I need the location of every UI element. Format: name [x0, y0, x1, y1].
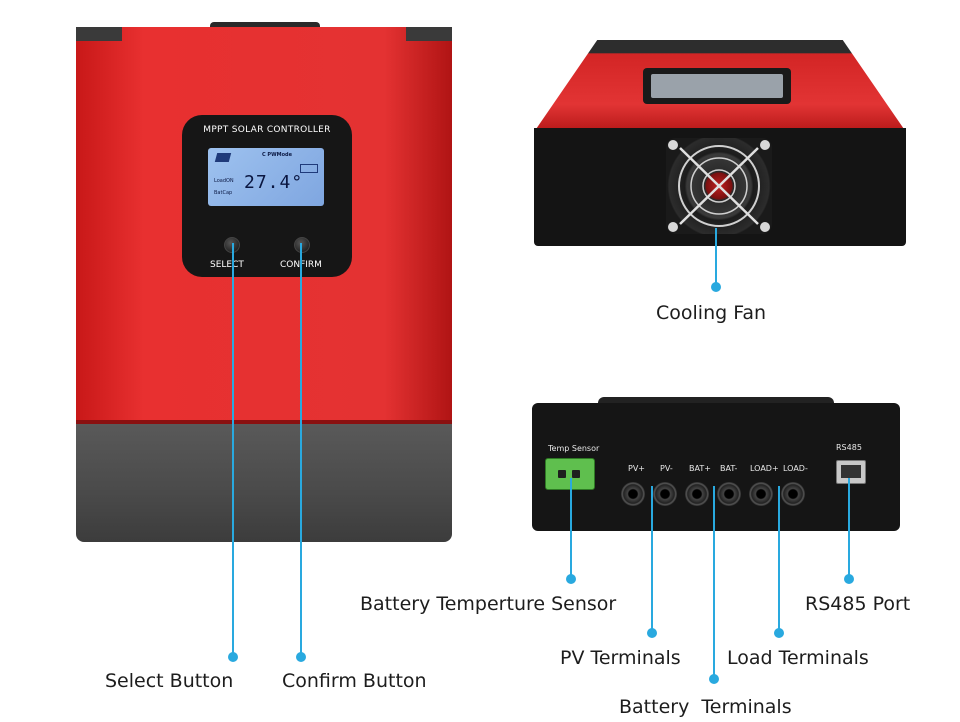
- callout-line: [715, 228, 717, 286]
- cable-gland: [781, 482, 805, 506]
- cooling-fan: [666, 138, 772, 234]
- confirm-button-label: Confirm Button: [282, 670, 427, 692]
- connector-pin: [558, 470, 566, 478]
- temp-sensor-label: Temp Sensor: [548, 444, 600, 453]
- callout-line: [651, 486, 653, 632]
- battery-terminals-label: Battery Terminals: [619, 696, 792, 718]
- side-lcd-screen: [651, 74, 783, 98]
- callout-line: [300, 243, 302, 657]
- panel-title: MPPT SOLAR CONTROLLER: [203, 125, 331, 135]
- rs485-label: RS485: [836, 443, 862, 452]
- screw-icon: [668, 222, 678, 232]
- callout-line: [778, 486, 780, 632]
- screw-icon: [760, 222, 770, 232]
- callout-dot: [647, 628, 657, 638]
- cable-gland: [717, 482, 741, 506]
- callout-dot: [709, 674, 719, 684]
- callout-line: [232, 243, 234, 657]
- callout-line: [713, 486, 715, 680]
- terminal-label-load-minus: LOAD-: [783, 464, 808, 473]
- rj45-socket: [841, 465, 861, 478]
- pv-terminals-label: PV Terminals: [560, 647, 681, 669]
- terminal-label-load-plus: LOAD+: [750, 464, 779, 473]
- cable-gland: [653, 482, 677, 506]
- battery-icon: [300, 164, 318, 173]
- rs485-port-label: RS485 Port: [805, 593, 911, 615]
- cable-gland: [621, 482, 645, 506]
- callout-dot: [296, 652, 306, 662]
- lcd-display: C PWMode LoadON BatCap 27.4°: [208, 148, 324, 206]
- confirm-button[interactable]: [294, 237, 310, 253]
- battery-temp-sensor-label: Battery Temperture Sensor: [360, 593, 617, 615]
- load-terminals-label: Load Terminals: [727, 647, 869, 669]
- callout-line: [570, 478, 572, 578]
- controller-base: [76, 420, 452, 542]
- connector-pin: [572, 470, 580, 478]
- select-label: SELECT: [210, 260, 244, 270]
- housing-corner-right: [406, 27, 452, 41]
- callout-dot: [566, 574, 576, 584]
- callout-dot: [774, 628, 784, 638]
- solar-panel-icon: [214, 153, 232, 162]
- callout-dot: [711, 282, 721, 292]
- lcd-mode: C PWMode: [262, 152, 292, 158]
- housing-seam: [76, 420, 452, 424]
- rs485-port: [836, 460, 866, 484]
- side-lcd-panel: [643, 68, 791, 104]
- screw-icon: [760, 140, 770, 150]
- callout-dot: [228, 652, 238, 662]
- lcd-load: LoadON: [214, 178, 234, 184]
- cable-gland: [685, 482, 709, 506]
- control-panel: MPPT SOLAR CONTROLLER C PWMode LoadON Ba…: [182, 115, 352, 277]
- select-button-label: Select Button: [105, 670, 234, 692]
- callout-dot: [844, 574, 854, 584]
- lcd-reading: 27.4°: [244, 172, 304, 193]
- screw-icon: [668, 140, 678, 150]
- terminal-label-bat-plus: BAT+: [689, 464, 711, 473]
- callout-line: [848, 478, 850, 578]
- cooling-fan-label: Cooling Fan: [656, 302, 767, 324]
- cable-gland: [749, 482, 773, 506]
- terminal-label-bat-minus: BAT-: [720, 464, 738, 473]
- fan-grill-icon: [678, 145, 760, 227]
- housing-corner-left: [76, 27, 122, 41]
- lcd-battery: BatCap: [214, 190, 233, 196]
- terminal-label-pv-plus: PV+: [628, 464, 645, 473]
- terminal-label-pv-minus: PV-: [660, 464, 673, 473]
